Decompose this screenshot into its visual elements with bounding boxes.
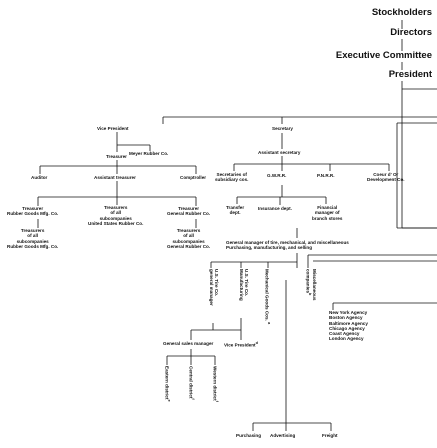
general-manager-label: General manager of tire, mechanical, and… bbox=[226, 240, 349, 251]
miscellaneous-companies-text: Miscellaneous companies bbox=[305, 269, 317, 301]
vp-sales-text: Vice President bbox=[224, 342, 256, 348]
central-district-text: Central district bbox=[188, 366, 194, 399]
vice-president-label: Vice President bbox=[97, 126, 129, 131]
vp-sales-label: Vice Presidentd bbox=[224, 341, 258, 348]
transfer-dept-label: Transfer dept. bbox=[226, 205, 245, 216]
miscellaneous-companies-label: Miscellaneous companiesb bbox=[305, 269, 317, 300]
freight-label: Freight bbox=[322, 433, 338, 438]
treasurers-general-rubber-subs-label: Treasurers of all subcompanies General R… bbox=[167, 228, 211, 249]
purchasing-label: Purchasing bbox=[236, 433, 262, 438]
financial-manager-label: Financial manager of branch stores bbox=[312, 205, 343, 221]
treasurers-rubber-goods-subs-label: Treasurers of all subcompanies Rubber Go… bbox=[7, 228, 59, 249]
meyer-rubber-label: Meyer Rubber Co. bbox=[129, 151, 169, 156]
central-district-label: Central districtf bbox=[188, 366, 195, 400]
coeur-dor-label: Coeur d' Or Development Co. bbox=[367, 172, 405, 183]
miscellaneous-mark: b bbox=[307, 293, 312, 296]
eastern-district-label: Eastern districte bbox=[164, 366, 171, 402]
assistant-treasurer-label: Assistant treasurer bbox=[94, 175, 136, 180]
mechanical-goods-text: Mechanical Goods Cos. bbox=[264, 269, 270, 321]
advertising-label: Advertising bbox=[270, 433, 296, 438]
treasurer-label: Treasurer bbox=[106, 154, 127, 159]
eastern-district-text: Eastern district bbox=[164, 366, 170, 400]
treasurer-rubber-goods-label: Treasurer Rubber Goods Mfg. Co. bbox=[7, 206, 59, 217]
us-tire-manufacturing-label: U.S. Tire Co. Manufacturing bbox=[238, 269, 249, 301]
insurance-dept-label: Insurance dept. bbox=[258, 206, 292, 211]
mechanical-goods-mark: a bbox=[267, 322, 271, 325]
western-district-text: Western district bbox=[212, 366, 218, 401]
agencies-list: New York Agency Boston Agency Baltimore … bbox=[329, 310, 368, 342]
gwrr-label: G.W.R.R. bbox=[267, 173, 287, 178]
mechanical-goods-label: Mechanical Goods Cos. a bbox=[264, 269, 271, 324]
pnrr-label: P.N.R.R. bbox=[317, 173, 335, 178]
directors-label: Directors bbox=[390, 27, 432, 38]
executive-committee-label: Executive Committee bbox=[335, 50, 432, 61]
eastern-mark: e bbox=[167, 399, 171, 402]
comptroller-label: Comptroller bbox=[180, 175, 207, 180]
western-mark: f bbox=[215, 400, 219, 402]
stockholders-label: Stockholders bbox=[371, 7, 432, 18]
secretary-label: Secretary bbox=[272, 126, 293, 131]
secretaries-subsidiary-label: Secretaries of subsidiary cos. bbox=[215, 172, 249, 183]
central-mark: f bbox=[191, 398, 195, 400]
vp-sales-mark: d bbox=[255, 341, 258, 345]
president-label: President bbox=[388, 69, 432, 80]
assistant-secretary-label: Assistant secretary bbox=[258, 150, 301, 155]
treasurer-general-rubber-label: Treasurer General Rubber Co. bbox=[167, 206, 211, 217]
auditor-label: Auditor bbox=[31, 175, 48, 180]
western-district-label: Western districtf bbox=[212, 366, 219, 402]
general-sales-manager-label: General sales manager bbox=[163, 341, 214, 346]
treasurers-us-rubber-label: Treasurers of all subcompanies United St… bbox=[88, 205, 144, 226]
us-tire-general-label: U.S. Tire Co. general manager bbox=[208, 269, 219, 306]
